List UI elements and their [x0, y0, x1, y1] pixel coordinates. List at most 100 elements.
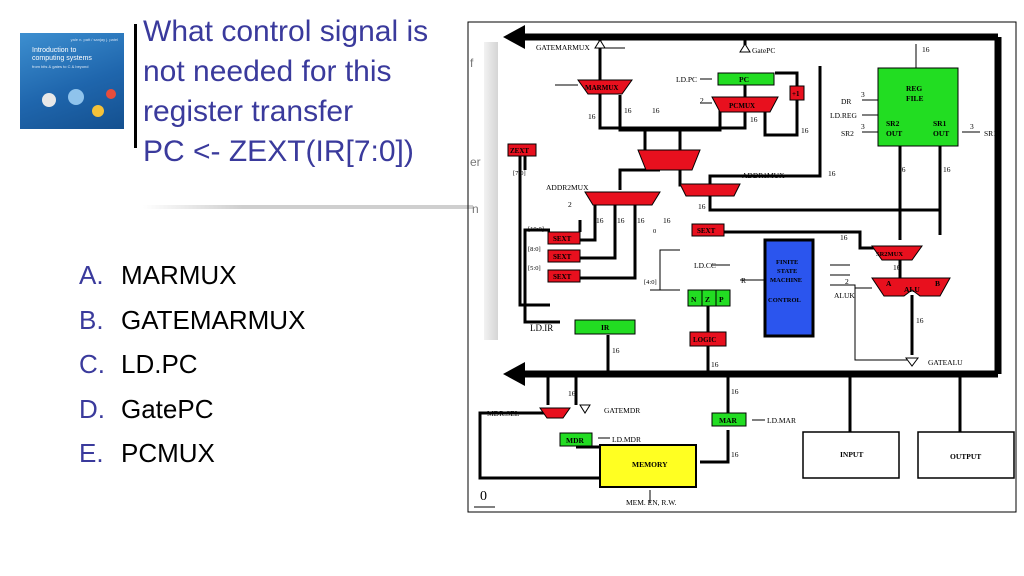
- label-control: CONTROL: [768, 297, 802, 304]
- label-pc: PC: [739, 75, 749, 84]
- edge-glyph-2: er: [470, 155, 481, 169]
- p-flag: [715, 289, 731, 307]
- label-two-aluk: 2: [845, 277, 849, 286]
- label-gatemarmux: GATEMARMUX: [536, 43, 590, 52]
- green-registers: [559, 67, 959, 447]
- label-ldcc: LD.CC: [694, 261, 716, 270]
- answer-letter: A.: [79, 260, 104, 290]
- width-16: 16: [840, 233, 848, 242]
- answer-letter: E.: [79, 438, 104, 468]
- cover-sun-icon: [92, 105, 104, 117]
- label-a: A: [886, 279, 892, 288]
- pcmux-shape: [711, 96, 779, 113]
- gatealu-gate-icon: [905, 357, 919, 367]
- label-gatemdr: GATEMDR: [604, 406, 640, 415]
- bottom-bus: [503, 362, 998, 386]
- label-ldmar: LD.MAR: [767, 416, 796, 425]
- label-p: P: [719, 295, 724, 304]
- label-sr2: SR2: [841, 129, 854, 138]
- zext-box: [507, 143, 537, 157]
- label-ir100: [10:0]: [528, 226, 544, 233]
- label-mar: MAR: [719, 416, 737, 425]
- slide-edge-bar: [484, 42, 498, 340]
- label-gatealu: GATEALU: [928, 358, 963, 367]
- plus-one-box: [789, 85, 805, 101]
- mar-register: [711, 412, 747, 427]
- width-16: 16: [596, 216, 604, 225]
- answer-b[interactable]: B. GATEMARMUX: [79, 305, 305, 350]
- label-marmux: MARMUX: [585, 84, 618, 92]
- data-paths: [478, 37, 962, 480]
- gatemarmux-gate-icon: [594, 39, 606, 49]
- width-16: 16: [698, 202, 706, 211]
- addr2mux-shape: [584, 191, 661, 206]
- width-16: 16: [916, 316, 924, 325]
- answer-c[interactable]: C. LD.PC: [79, 349, 305, 394]
- label-alu: ALU: [904, 285, 920, 294]
- answer-a[interactable]: A. MARMUX: [79, 260, 305, 305]
- width-16: 16: [731, 450, 739, 459]
- width-16: 16: [711, 360, 719, 369]
- fsm-block: [763, 238, 815, 338]
- label-sr1out: SR1 OUT: [933, 119, 949, 138]
- cover-dot-icon: [106, 89, 116, 99]
- answer-text: MARMUX: [121, 260, 237, 290]
- width-16: 16: [663, 216, 671, 225]
- width-16: 16: [617, 216, 625, 225]
- width-16: 16: [624, 106, 632, 115]
- diagram-labels: GATEMARMUX GatePC LD.PC PC PCMUX MARMUX …: [480, 43, 997, 507]
- label-sext-2: SEXT: [553, 253, 572, 261]
- label-ldmdr: LD.MDR: [612, 435, 641, 444]
- label-aluk: ALUK: [834, 291, 855, 300]
- cover-title: Introduction to computing systems: [32, 47, 92, 63]
- width-16: 16: [612, 346, 620, 355]
- answer-text: LD.PC: [121, 349, 198, 379]
- answer-d[interactable]: D.GatePC: [79, 394, 305, 439]
- cover-chip-icon: [42, 93, 56, 107]
- answer-letter: D.: [79, 393, 105, 424]
- mdr-register: [559, 432, 593, 447]
- sr2mux-shape: [871, 245, 923, 261]
- answer-text: GATEMARMUX: [121, 304, 306, 335]
- diagram-frame: [467, 21, 1017, 513]
- cover-authors: yale n. patt / sanjay j. patel: [70, 37, 118, 42]
- width-16: 16: [943, 165, 951, 174]
- reg-file-block: [877, 67, 959, 147]
- ir-register: [574, 319, 636, 335]
- red-components: [507, 79, 951, 419]
- label-b: B: [935, 279, 940, 288]
- label-ir70: [7:0]: [513, 170, 526, 177]
- cover-title-line-2: computing systems: [32, 55, 92, 62]
- answer-letter: B.: [79, 304, 104, 335]
- edge-glyph-3: n: [472, 202, 479, 216]
- label-zero: 0: [653, 228, 656, 235]
- label-r: R: [741, 276, 746, 285]
- question-line-3: register transfer: [143, 95, 354, 128]
- answer-letter: C.: [79, 349, 105, 379]
- label-three-dr: 3: [861, 90, 865, 99]
- pc-register: [717, 72, 775, 86]
- label-ir40: [4:0]: [644, 279, 657, 286]
- output-block: [917, 431, 1015, 479]
- label-sr1: SR1: [984, 129, 997, 138]
- label-memen: MEM. EN, R.W.: [626, 498, 677, 507]
- answer-list: A. MARMUX B. GATEMARMUX C. LD.PC D.GatePC E…: [79, 260, 305, 483]
- edge-glyph-1: f: [470, 56, 474, 70]
- label-sext-4: SEXT: [697, 227, 716, 235]
- gatepc-gate-icon: [739, 43, 751, 53]
- label-two-pcmux: 2: [700, 96, 704, 105]
- label-n: N: [691, 295, 697, 304]
- label-input: INPUT: [840, 450, 863, 459]
- width-16: 16: [652, 106, 660, 115]
- question-line-4: PC <- ZEXT(IR[7:0]): [143, 135, 414, 168]
- label-mdrsel: MDR.SEL: [487, 409, 520, 418]
- title-divider: [134, 24, 137, 148]
- label-ir50: [5:0]: [528, 265, 541, 272]
- width-16: 16: [750, 115, 758, 124]
- answer-e[interactable]: E.PCMUX: [79, 438, 305, 483]
- input-block: [802, 431, 900, 479]
- width-16: 16: [731, 387, 739, 396]
- label-sr2out: SR2 OUT: [886, 119, 902, 138]
- cover-circle-icon: [68, 89, 84, 105]
- mdrsel-mux-shape: [539, 407, 571, 419]
